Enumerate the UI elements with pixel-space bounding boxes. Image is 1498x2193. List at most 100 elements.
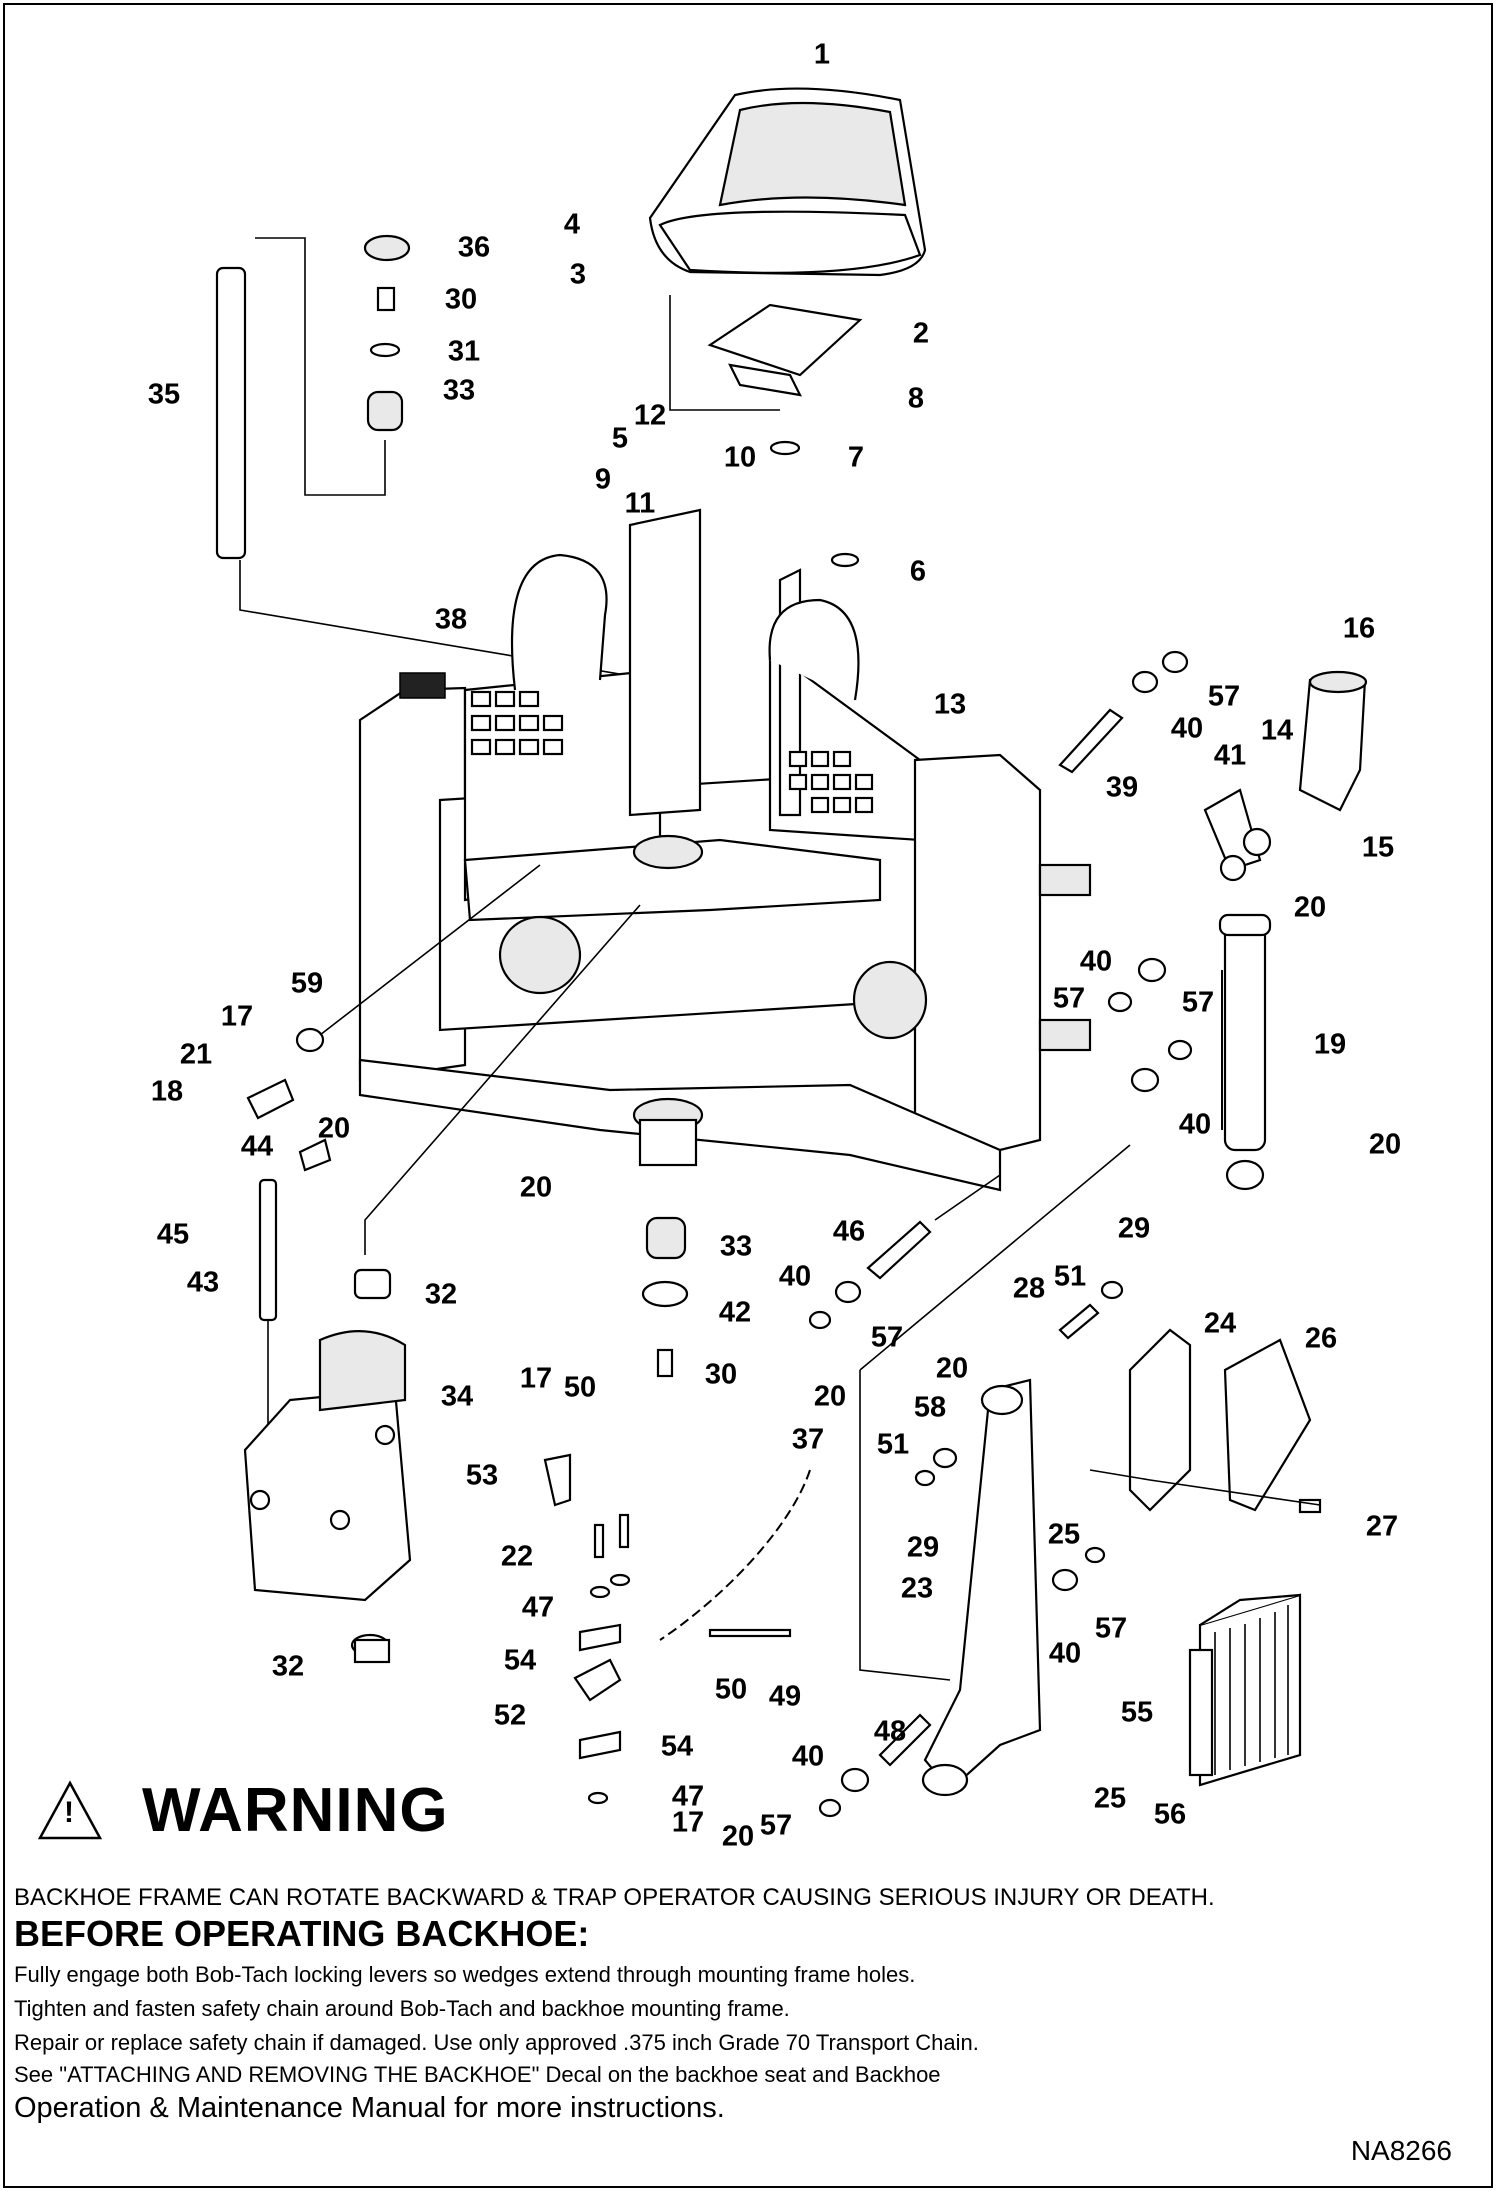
handle-right (768, 598, 860, 701)
leader-line (859, 1370, 951, 1681)
washer-58 (932, 1447, 958, 1469)
safety-chain-37 (659, 1469, 811, 1641)
callout-46: 46 (833, 1216, 865, 1248)
hydraulic-cylinder-19 (1218, 913, 1272, 1191)
bushing-33 (366, 390, 404, 432)
leader-line (859, 1144, 1131, 1371)
callout-7: 7 (848, 442, 864, 474)
bobtach-bracket (1038, 1018, 1092, 1052)
callout-20: 20 (1294, 892, 1326, 924)
warning-line-4: Tighten and fasten safety chain around B… (14, 1996, 790, 2021)
callout-layer: 1234567891011121314151617171718192020202… (148, 39, 1401, 1853)
washer (1130, 1067, 1160, 1093)
bolt (376, 286, 396, 312)
callout-40: 40 (792, 1741, 824, 1773)
washer (818, 1798, 842, 1818)
warning-icon: ! (64, 1796, 74, 1829)
callout-42: 42 (719, 1297, 751, 1329)
washer-59 (295, 1027, 325, 1053)
callout-30: 30 (705, 1359, 737, 1391)
callout-5: 5 (612, 423, 628, 455)
pin-21 (246, 1078, 295, 1120)
callout-16: 16 (1343, 613, 1375, 645)
callout-10: 10 (724, 442, 756, 474)
callout-56: 56 (1154, 1799, 1186, 1831)
callout-39: 39 (1106, 772, 1138, 804)
pin-43 (258, 1178, 278, 1322)
callout-21: 21 (180, 1039, 212, 1071)
callout-44: 44 (241, 1131, 273, 1163)
callout-51: 51 (1054, 1261, 1086, 1293)
washer (808, 1310, 832, 1330)
callout-25: 25 (1048, 1519, 1080, 1551)
washer (914, 1469, 936, 1487)
callout-57: 57 (760, 1810, 792, 1842)
callout-28: 28 (1013, 1273, 1045, 1305)
callout-45: 45 (157, 1219, 189, 1251)
callout-43: 43 (187, 1267, 219, 1299)
washer (1167, 1039, 1193, 1061)
washer (1051, 1568, 1079, 1592)
leader-line (319, 864, 541, 1036)
warning-line-6: See "ATTACHING AND REMOVING THE BACKHOE"… (14, 2062, 941, 2087)
plate-54 (578, 1623, 622, 1652)
callout-33: 33 (443, 375, 475, 407)
callout-20: 20 (1369, 1129, 1401, 1161)
boom-23 (921, 1378, 1042, 1797)
washer (834, 1280, 862, 1304)
callout-37: 37 (792, 1424, 824, 1456)
leader-line (934, 1174, 1001, 1221)
swing-casting-34 (243, 1268, 412, 1664)
bobtach-bracket (1038, 863, 1092, 897)
callout-4: 4 (564, 209, 580, 241)
pin-39 (1058, 708, 1124, 774)
leader-line (669, 295, 780, 411)
washer (1084, 1546, 1106, 1564)
vertical-pin-35 (215, 266, 247, 560)
callout-19: 19 (1314, 1029, 1346, 1061)
pin-48 (878, 1713, 932, 1767)
warning-triangle-icon (37, 1780, 103, 1840)
callout-47: 47 (672, 1781, 704, 1813)
callout-24: 24 (1204, 1308, 1236, 1340)
plate-52 (573, 1658, 622, 1702)
backhoe-mounting-frame (358, 508, 1042, 1192)
document-id: NA8266 (1350, 2135, 1452, 2166)
callout-23: 23 (901, 1573, 933, 1605)
callout-27: 27 (1366, 1511, 1398, 1543)
latch-44 (298, 1138, 332, 1172)
bolt-22 (593, 1523, 605, 1559)
washer (769, 440, 801, 456)
callout-20: 20 (814, 1381, 846, 1413)
bolt-30 (656, 1348, 674, 1378)
callout-59: 59 (291, 968, 323, 1000)
callout-34: 34 (441, 1381, 473, 1413)
callout-49: 49 (769, 1681, 801, 1713)
callout-6: 6 (910, 556, 926, 588)
callout-40: 40 (779, 1261, 811, 1293)
callout-57: 57 (1182, 987, 1214, 1019)
callout-13: 13 (934, 689, 966, 721)
bushing (1242, 827, 1272, 857)
warning-line-1: BACKHOE FRAME CAN ROTATE BACKWARD & TRAP… (14, 1884, 1215, 1911)
callout-50: 50 (715, 1674, 747, 1706)
washer-47 (589, 1585, 611, 1599)
callout-31: 31 (448, 336, 480, 368)
warning-line-2: BEFORE OPERATING BACKHOE: (14, 1913, 590, 1954)
callout-15: 15 (1362, 832, 1394, 864)
callout-36: 36 (458, 232, 490, 264)
washer-47 (609, 1573, 631, 1587)
callout-53: 53 (466, 1460, 498, 1492)
callout-32: 32 (425, 1279, 457, 1311)
guard-26 (1223, 1338, 1312, 1512)
callout-54: 54 (661, 1731, 693, 1763)
washer (1131, 670, 1159, 694)
leader-line (364, 904, 641, 1255)
warning-title: WARNING (142, 1776, 449, 1845)
callout-57: 57 (1208, 681, 1240, 713)
callout-17: 17 (221, 1001, 253, 1033)
hook-53 (543, 1453, 572, 1507)
callout-57: 57 (1095, 1613, 1127, 1645)
callout-3: 3 (570, 259, 586, 291)
